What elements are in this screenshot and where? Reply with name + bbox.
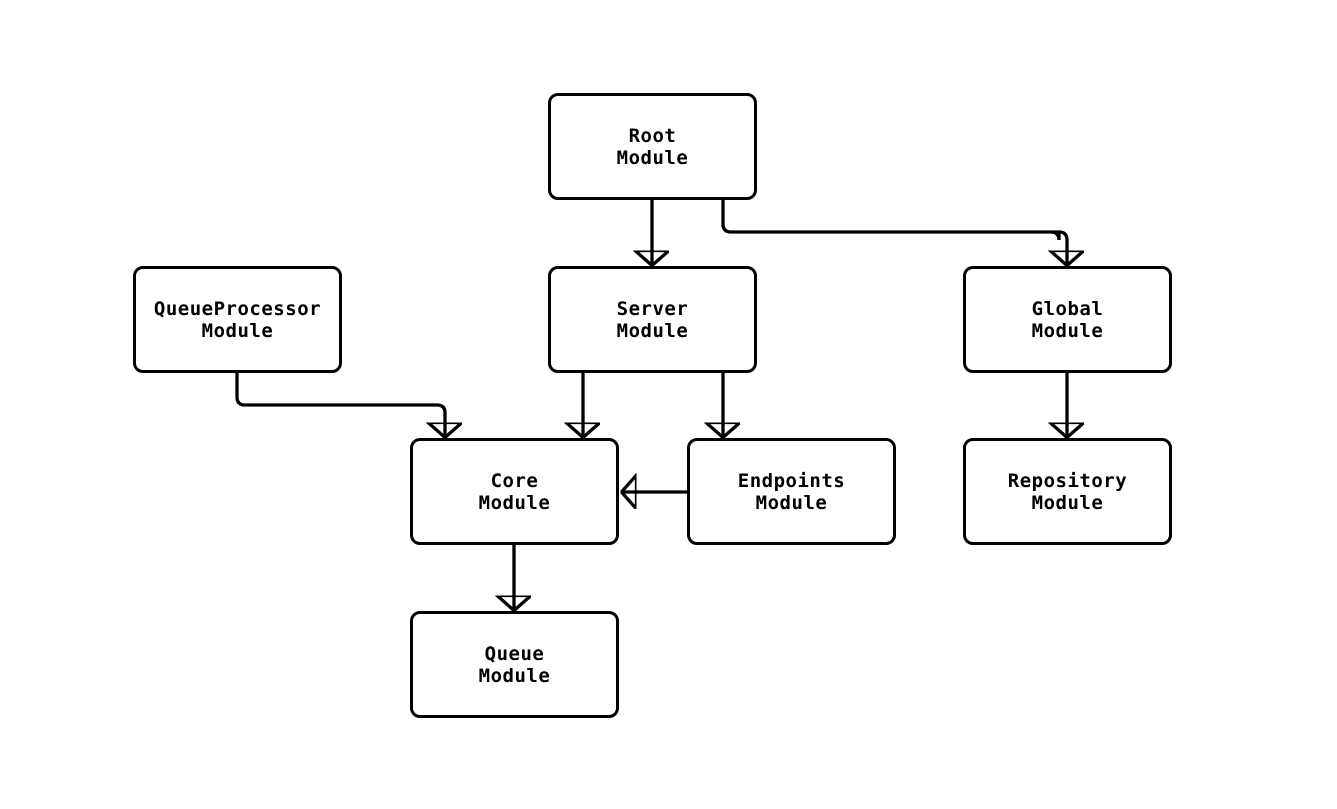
node-label-line: Module (616, 319, 689, 342)
node-label-line: Root (628, 124, 677, 147)
node-endpoints-module: Endpoints Module (687, 438, 896, 545)
node-label-line: QueueProcessor (153, 297, 322, 320)
node-root-module: Root Module (548, 93, 757, 200)
edge-queueprocessor-to-core (235, 373, 445, 437)
node-label-line: Module (1031, 319, 1104, 342)
node-label-line: Queue (484, 642, 545, 665)
node-global-module: Global Module (963, 266, 1172, 373)
node-label-line: Global (1031, 297, 1104, 320)
node-core-module: Core Module (410, 438, 619, 545)
node-label-line: Endpoints (737, 469, 846, 492)
node-label-line: Module (755, 491, 828, 514)
node-label-line: Module (1031, 491, 1104, 514)
node-label-line: Module (616, 146, 689, 169)
node-label-line: Module (478, 491, 551, 514)
node-queueprocessor-module: QueueProcessor Module (133, 266, 342, 373)
node-repository-module: Repository Module (963, 438, 1172, 545)
edge-root-to-global (721, 198, 1067, 265)
node-label-line: Module (478, 664, 551, 687)
node-server-module: Server Module (548, 266, 757, 373)
node-label-line: Repository (1007, 469, 1128, 492)
node-label-line: Module (201, 319, 274, 342)
node-label-line: Server (616, 297, 689, 320)
node-queue-module: Queue Module (410, 611, 619, 718)
node-label-line: Core (490, 469, 539, 492)
